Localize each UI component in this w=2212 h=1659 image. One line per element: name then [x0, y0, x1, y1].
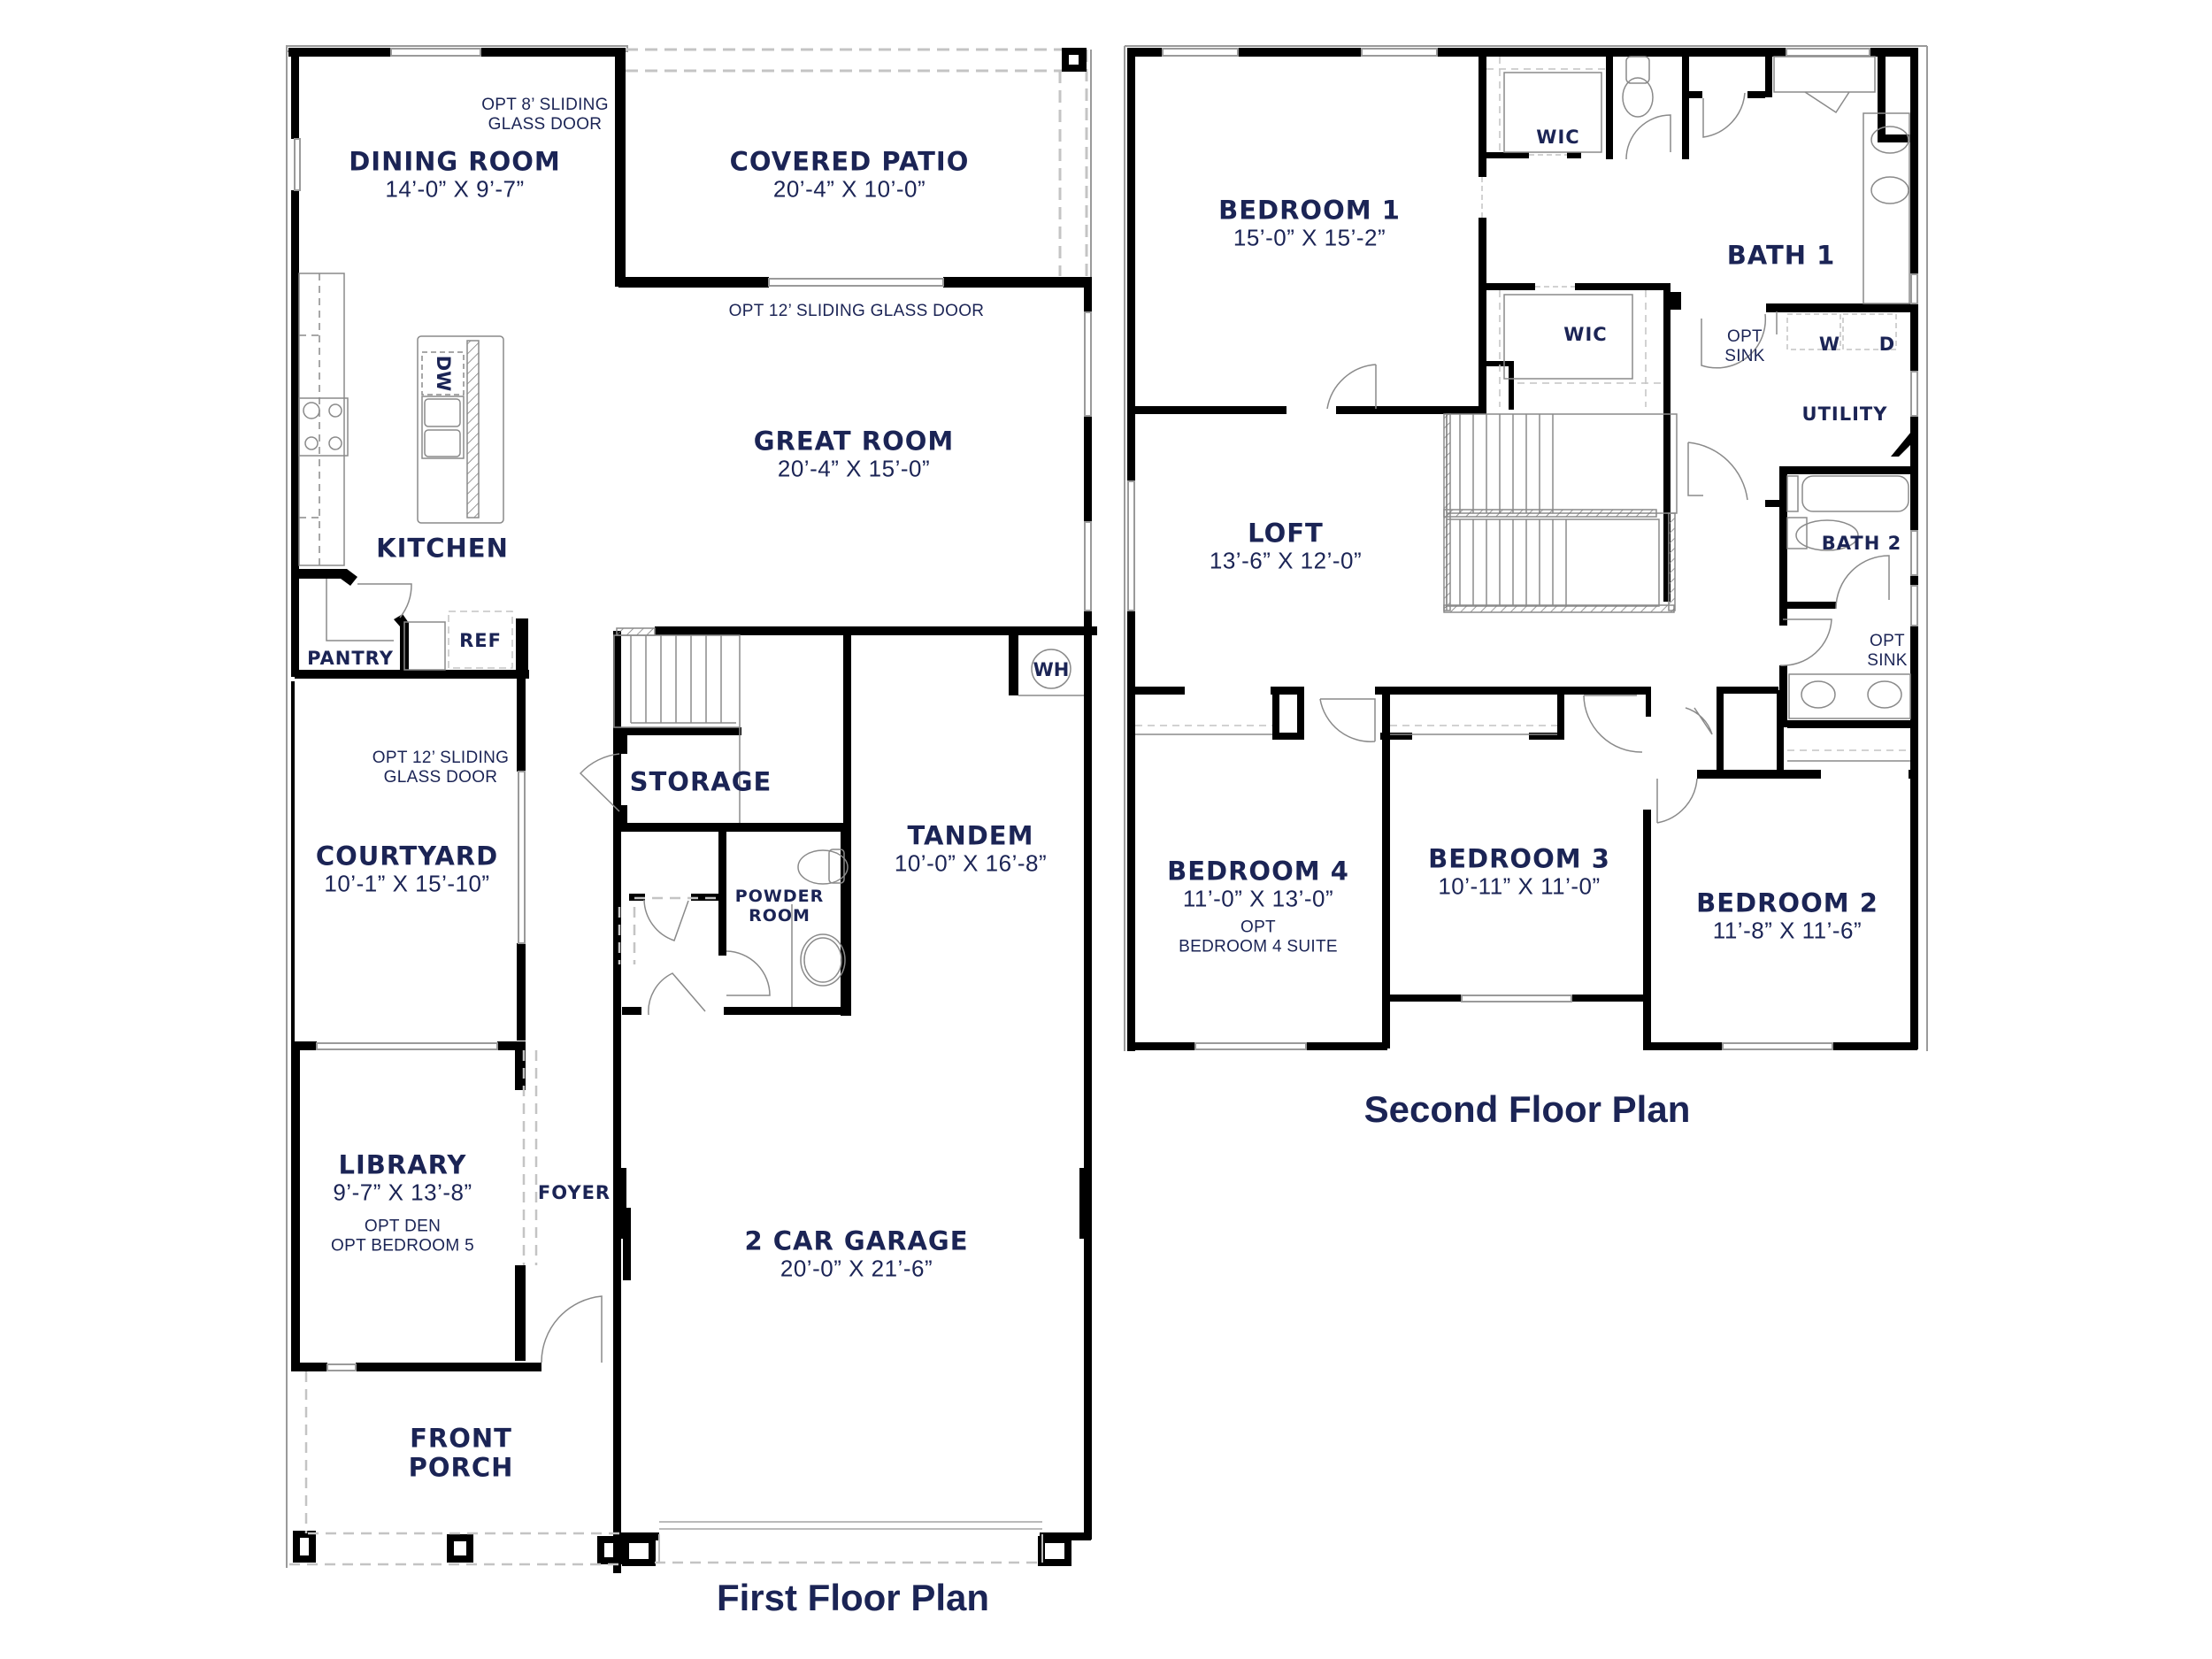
room-dims: 15’-0” X 15’-2”	[1233, 224, 1386, 251]
front-porch-line1: FRONT	[410, 1423, 512, 1454]
room-foyer: FOYER	[537, 1181, 611, 1203]
room-name: GREAT ROOM	[753, 426, 955, 457]
room-dims: 20’-4” X 10’-0”	[772, 175, 926, 203]
powder-room-line2: ROOM	[749, 906, 810, 926]
room-library: LIBRARY 9’-7” X 13’-8” OPT DEN OPT BEDRO…	[331, 1149, 474, 1256]
courtyard-door-note: OPT 12’ SLIDING GLASS DOOR	[373, 749, 509, 787]
courtyard-door-note-line2: GLASS DOOR	[383, 768, 498, 787]
room-option: OPT	[1240, 918, 1276, 937]
room-dims: 14’-0” X 9’-7”	[385, 175, 525, 203]
room-great-room: GREAT ROOM 20’-4” X 15’-0”	[754, 426, 955, 482]
room-dining-room: DINING ROOM 14’-0” X 9’-7”	[349, 147, 561, 203]
room-option: OPT BEDROOM 5	[331, 1236, 474, 1256]
first-floor-plan	[286, 45, 1097, 1573]
room-name: BEDROOM 2	[1696, 887, 1878, 918]
room-bath-1: BATH 1	[1726, 240, 1836, 271]
room-bedroom-3: BEDROOM 3 10’-11” X 11’-0”	[1428, 844, 1610, 900]
opt-sink-line1: OPT	[1870, 632, 1905, 651]
second-floor-plan	[1124, 45, 1928, 1051]
room-name: 2 CAR GARAGE	[744, 1225, 969, 1256]
room-tandem: TANDEM 10’-0” X 16’-8”	[895, 821, 1047, 877]
powder-room-line1: POWDER	[734, 887, 825, 907]
front-porch-line2: PORCH	[408, 1453, 514, 1483]
room-dims: 20’-0” X 21’-6”	[780, 1255, 933, 1282]
room-wic-2: WIC	[1563, 323, 1608, 345]
room-dims: 10’-11” X 11’-0”	[1438, 872, 1601, 900]
room-name: COURTYARD	[315, 841, 499, 872]
room-dims: 10’-1” X 15’-10”	[324, 870, 490, 897]
first-floor-title: First Floor Plan	[716, 1576, 990, 1618]
room-loft: LOFT 13’-6” X 12’-0”	[1210, 518, 1362, 574]
room-storage: STORAGE	[629, 766, 772, 797]
room-dims: 9’-7” X 13’-8”	[333, 1179, 472, 1206]
courtyard-door-note-line1: OPT 12’ SLIDING	[372, 749, 510, 768]
room-dims: 13’-6” X 12’-0”	[1209, 547, 1363, 574]
room-bath-2: BATH 2	[1821, 532, 1902, 554]
room-courtyard: COURTYARD 10’-1” X 15’-10”	[316, 841, 498, 897]
room-covered-patio: COVERED PATIO 20’-4” X 10’-0”	[730, 147, 970, 203]
room-name: LOFT	[1248, 518, 1324, 549]
room-utility: UTILITY	[1801, 403, 1888, 425]
dining-door-note-line2: GLASS DOOR	[488, 115, 603, 134]
dishwasher-label: DW	[433, 355, 455, 392]
opt-sink-line2: SINK	[1867, 651, 1908, 670]
refrigerator-label: REF	[459, 629, 502, 651]
hall-opt-sink-note: OPT SINK	[1867, 632, 1908, 671]
room-name: DINING ROOM	[349, 146, 561, 177]
washer-label: W	[1818, 333, 1841, 355]
second-floor-title: Second Floor Plan	[1363, 1087, 1691, 1130]
room-name: BEDROOM 3	[1428, 843, 1610, 874]
room-bedroom-4: BEDROOM 4 11’-0” X 13’-0” OPT BEDROOM 4 …	[1167, 856, 1349, 957]
room-pantry: PANTRY	[307, 647, 394, 669]
dining-door-note: OPT 8’ SLIDING GLASS DOOR	[481, 96, 609, 134]
room-option: BEDROOM 4 SUITE	[1179, 937, 1338, 956]
room-name: COVERED PATIO	[729, 146, 970, 177]
water-heater-label: WH	[1033, 658, 1070, 680]
opt-sink-line2: SINK	[1724, 347, 1765, 365]
room-wic-1: WIC	[1536, 126, 1580, 148]
room-name: TANDEM	[907, 820, 1034, 851]
dryer-label: D	[1878, 333, 1896, 355]
room-bedroom-2: BEDROOM 2 11’-8” X 11’-6”	[1696, 888, 1878, 944]
opt-sink-line1: OPT	[1727, 327, 1763, 347]
room-front-porch: FRONT PORCH	[408, 1423, 514, 1484]
room-name: BEDROOM 1	[1218, 195, 1401, 226]
room-2-car-garage: 2 CAR GARAGE 20’-0” X 21’-6”	[744, 1226, 968, 1282]
room-powder-room: POWDER ROOM	[735, 887, 824, 926]
room-dims: 10’-0” X 16’-8”	[894, 849, 1048, 877]
utility-opt-sink-note: OPT SINK	[1724, 327, 1765, 366]
room-name: BEDROOM 4	[1167, 856, 1349, 887]
room-dims: 11’-0” X 13’-0”	[1182, 885, 1334, 912]
room-dims: 11’-8” X 11’-6”	[1712, 917, 1863, 944]
great-room-door-note: OPT 12’ SLIDING GLASS DOOR	[728, 302, 985, 321]
room-dims: 20’-4” X 15’-0”	[777, 455, 931, 482]
room-option: OPT DEN	[364, 1217, 442, 1236]
room-bedroom-1: BEDROOM 1 15’-0” X 15’-2”	[1218, 196, 1401, 251]
dining-door-note-line1: OPT 8’ SLIDING	[481, 96, 609, 115]
room-kitchen: KITCHEN	[376, 533, 509, 564]
room-name: LIBRARY	[338, 1149, 467, 1180]
